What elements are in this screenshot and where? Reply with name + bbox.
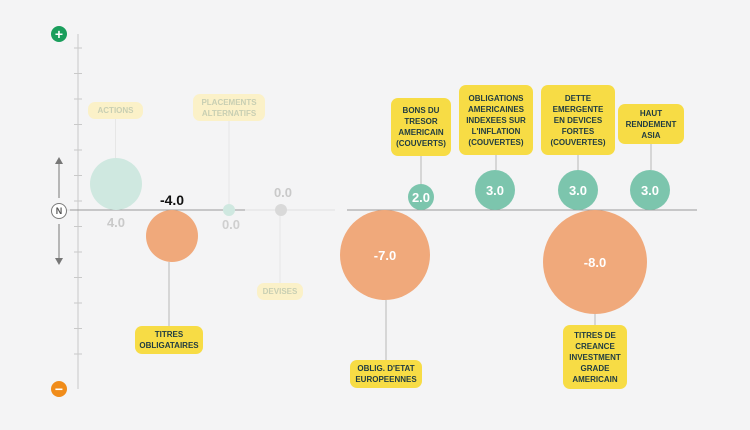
value-bons-du-tresor: 2.0 xyxy=(412,190,430,205)
minus-icon[interactable]: − xyxy=(51,381,67,397)
value-devises: 0.0 xyxy=(274,185,292,200)
bubble-bons-du-tresor xyxy=(408,184,434,210)
value-titres-de-creance: -8.0 xyxy=(584,255,606,270)
value-obligations-americaines: 3.0 xyxy=(486,183,504,198)
bubble-haut-rendement-asia xyxy=(630,170,670,210)
up-arrow-head xyxy=(55,157,63,164)
tag-bons-du-tresor: BONS DU TRESOR AMERICAIN (COUVERTS) xyxy=(391,98,451,156)
value-titres-obligataires: -4.0 xyxy=(160,192,184,208)
tag-placements-alternatifs: PLACEMENTS ALTERNATIFS xyxy=(193,94,265,121)
tag-obligations-americaines: OBLIGATIONS AMERICAINES INDEXEES SUR L'I… xyxy=(459,85,533,155)
value-placements-alternatifs: 0.0 xyxy=(222,217,240,232)
tag-haut-rendement-asia: HAUT RENDEMENT ASIA xyxy=(618,104,684,144)
bubble-dette-emergente xyxy=(558,170,598,210)
value-dette-emergente: 3.0 xyxy=(569,183,587,198)
bubble-placements-alternatifs xyxy=(223,204,235,216)
neutral-marker[interactable]: N xyxy=(51,203,67,219)
plus-icon[interactable]: + xyxy=(51,26,67,42)
value-haut-rendement-asia: 3.0 xyxy=(641,183,659,198)
down-arrow-head xyxy=(55,258,63,265)
tag-devises: DEVISES xyxy=(257,283,303,300)
tag-titres-obligataires: TITRES OBLIGATAIRES xyxy=(135,326,203,354)
value-oblig-etat-europeennes: -7.0 xyxy=(374,248,396,263)
bubble-titres-obligataires xyxy=(146,210,198,262)
tag-actions: ACTIONS xyxy=(88,102,143,119)
bubble-obligations-americaines xyxy=(475,170,515,210)
bubble-oblig-etat-europeennes xyxy=(340,210,430,300)
tag-dette-emergente: DETTE EMERGENTE EN DEVICES FORTES (COUVE… xyxy=(541,85,615,155)
bubble-devises xyxy=(275,204,287,216)
value-actions: 4.0 xyxy=(107,215,125,230)
bubble-titres-de-creance xyxy=(543,210,647,314)
bubble-actions xyxy=(90,158,142,210)
tag-oblig-etat-europeennes: OBLIG. D'ETAT EUROPEENNES xyxy=(350,360,422,388)
tag-titres-de-creance: TITRES DE CREANCE INVESTMENT GRADE AMERI… xyxy=(563,325,627,389)
